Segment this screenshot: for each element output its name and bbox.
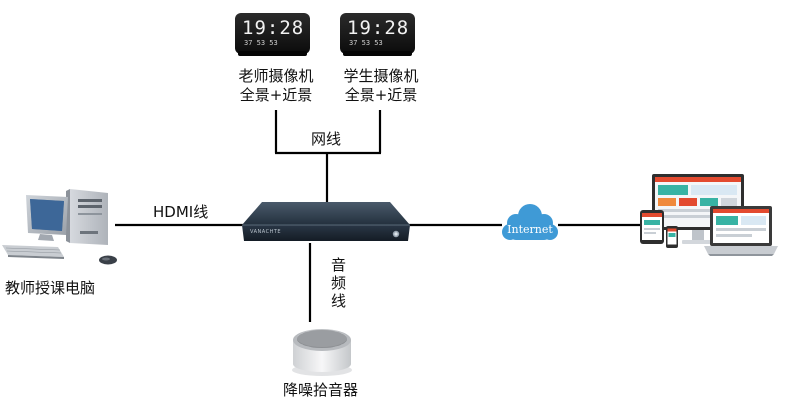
network-cable-label: 网线 bbox=[311, 130, 342, 148]
internet-cloud: Internet bbox=[499, 201, 561, 245]
hdmi-cable-label: HDMI线 bbox=[153, 203, 209, 221]
desktop-computer-icon bbox=[2, 189, 117, 265]
audio-cable-char-3: 线 bbox=[331, 292, 347, 310]
client-devices bbox=[638, 170, 780, 260]
student-camera: 19:28 37 53 53 bbox=[339, 12, 416, 57]
teacher-pc bbox=[0, 187, 122, 269]
clock-subreadout: 37 53 53 bbox=[349, 39, 383, 47]
student-camera-label: 学生摄像机 全景+近景 bbox=[326, 67, 436, 105]
recording-host-icon bbox=[242, 202, 410, 241]
cloud-label: Internet bbox=[507, 223, 553, 236]
audio-cable-char-1: 音 bbox=[331, 256, 347, 274]
noise-reduction-microphone bbox=[287, 318, 357, 378]
clock-subreadout: 37 53 53 bbox=[244, 39, 278, 47]
teacher-camera-label: 老师摄像机 全景+近景 bbox=[221, 67, 331, 105]
recording-host: VANACHTE bbox=[240, 199, 412, 245]
recording-host-brand: VANACHTE bbox=[250, 229, 282, 235]
cloud-icon bbox=[502, 204, 558, 240]
multi-device-client-icon bbox=[640, 174, 778, 256]
teacher-camera-mode: 全景+近景 bbox=[239, 86, 313, 104]
teacher-pc-label: 教师授课电脑 bbox=[5, 279, 96, 297]
student-camera-mode: 全景+近景 bbox=[344, 86, 418, 104]
audio-cable-label: 音 频 线 bbox=[331, 256, 346, 310]
desk-clock-camera-icon bbox=[235, 13, 310, 56]
teacher-camera-title: 老师摄像机 bbox=[238, 67, 314, 85]
desk-clock-camera-icon bbox=[340, 13, 415, 56]
teacher-camera: 19:28 37 53 53 bbox=[234, 12, 311, 57]
audio-cable-char-2: 频 bbox=[331, 274, 347, 292]
clock-time: 19:28 bbox=[347, 17, 410, 39]
clock-time: 19:28 bbox=[242, 17, 305, 39]
noise-reduction-microphone-icon bbox=[292, 329, 352, 376]
student-camera-title: 学生摄像机 bbox=[343, 67, 419, 85]
microphone-label: 降噪拾音器 bbox=[283, 381, 359, 399]
